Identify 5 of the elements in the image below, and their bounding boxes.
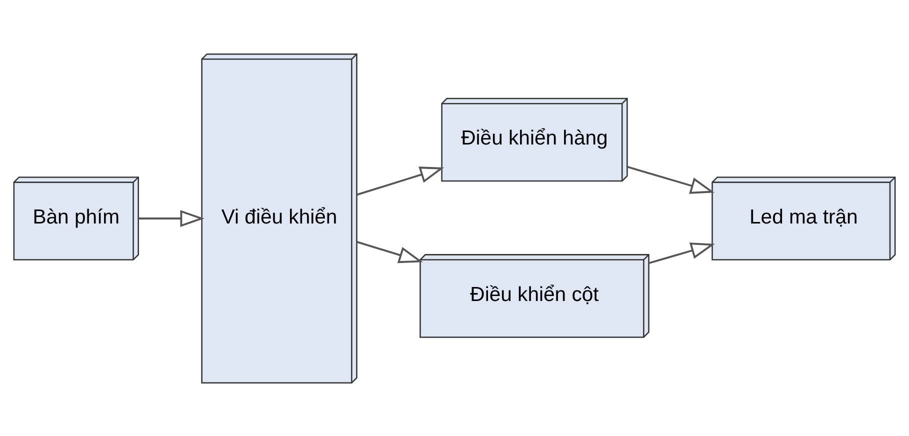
arrow — [138, 210, 204, 226]
arrow — [356, 240, 423, 263]
arrow — [356, 166, 444, 196]
arrow — [627, 165, 715, 194]
arrow — [648, 242, 715, 264]
